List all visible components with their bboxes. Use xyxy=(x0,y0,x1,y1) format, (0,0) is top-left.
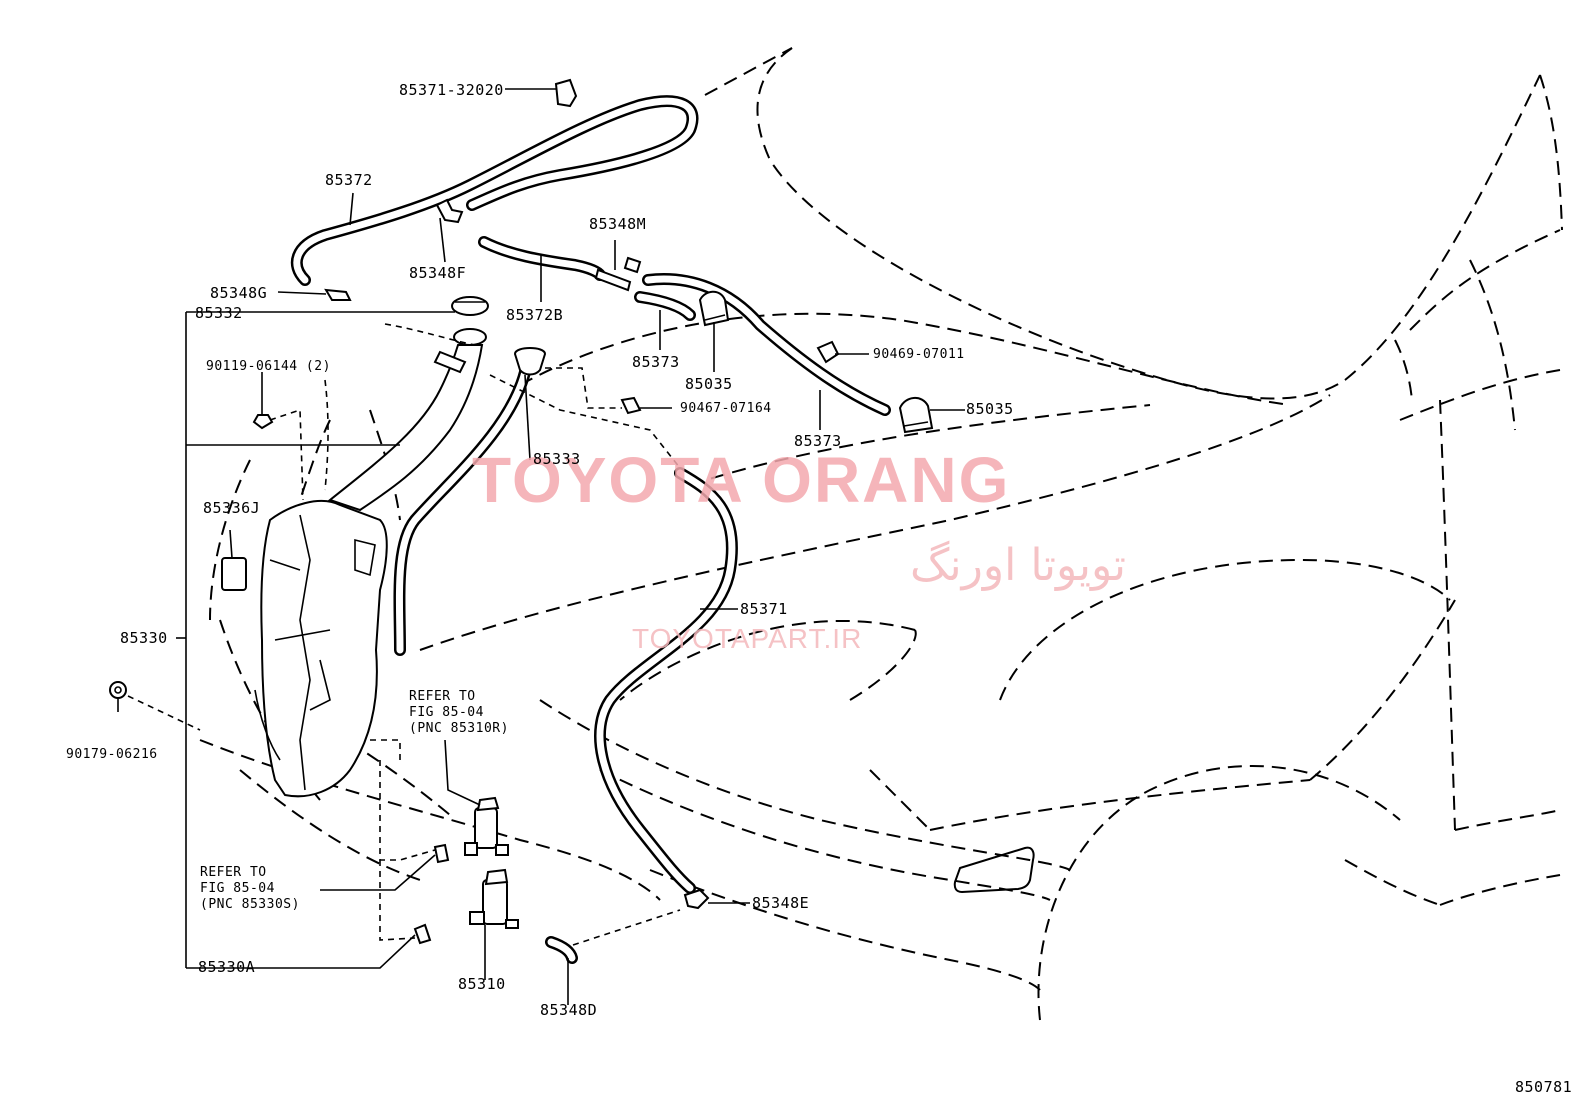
label-85371: 85371 xyxy=(740,600,788,618)
nozzle-85035-a xyxy=(698,290,730,327)
watermark-title: TOYOTA ORANG xyxy=(472,444,1010,516)
joint-85348M xyxy=(594,256,642,292)
label-85373-b: 85373 xyxy=(794,432,842,450)
joint-85348G xyxy=(324,288,352,301)
pump-85310 xyxy=(413,868,519,945)
nut-90179 xyxy=(109,681,127,699)
label-90469-07011: 90469-07011 xyxy=(873,347,965,362)
label-85035-a: 85035 xyxy=(685,375,733,393)
refer-r-line1: REFER TO xyxy=(409,689,476,704)
label-90467-07164: 90467-07164 xyxy=(680,401,772,416)
label-85336J: 85336J xyxy=(203,499,260,517)
label-85348E: 85348E xyxy=(752,894,809,912)
leader-lines xyxy=(117,88,965,1005)
pump-85310R xyxy=(433,796,509,864)
hose-85371 xyxy=(594,467,738,894)
hose-85372 xyxy=(290,95,699,286)
label-85348D: 85348D xyxy=(540,1001,597,1019)
label-85035-b: 85035 xyxy=(966,400,1014,418)
hose-85333 xyxy=(393,366,531,656)
joint-85348F xyxy=(435,198,464,224)
car-body-outline xyxy=(199,47,1563,1021)
clip-90467-07164 xyxy=(620,396,642,415)
label-85373-a: 85373 xyxy=(632,353,680,371)
label-85348M: 85348M xyxy=(589,215,646,233)
label-90179-06216: 90179-06216 xyxy=(66,747,158,762)
washer-tank xyxy=(109,296,547,798)
label-85371-32020: 85371-32020 xyxy=(399,81,504,99)
label-85333: 85333 xyxy=(533,450,581,468)
label-85372B: 85372B xyxy=(506,306,563,324)
label-85348G: 85348G xyxy=(210,284,267,302)
label-90119-06144: 90119-06144 (2) xyxy=(206,359,331,374)
refer-s-line3: (PNC 85330S) xyxy=(200,897,300,912)
sensor-85336J xyxy=(221,557,247,591)
hose-85373-long xyxy=(642,273,891,416)
refer-s-line1: REFER TO xyxy=(200,865,267,880)
refer-r-line2: FIG 85-04 xyxy=(409,705,484,720)
joint-85348E xyxy=(683,888,710,910)
figure-number: 850781 xyxy=(1515,1078,1572,1096)
label-85330A: 85330A xyxy=(198,958,255,976)
label-85330: 85330 xyxy=(120,629,168,647)
watermark-persian: تویوتا اورنگ xyxy=(910,540,1126,591)
label-85332: 85332 xyxy=(195,304,243,322)
hose-85348D xyxy=(545,936,578,964)
hose-85372B xyxy=(478,236,606,281)
nozzle-85035-b xyxy=(898,397,934,434)
label-85348F: 85348F xyxy=(409,264,466,282)
label-85310: 85310 xyxy=(458,975,506,993)
watermark-url: TOYOTAPART.IR xyxy=(632,623,862,654)
clip-90469-07011 xyxy=(816,340,840,364)
label-85372: 85372 xyxy=(325,171,373,189)
bolt-90119 xyxy=(252,414,274,430)
assembly-dashed-lines xyxy=(127,323,681,946)
refer-s-line2: FIG 85-04 xyxy=(200,881,275,896)
refer-r-line3: (PNC 85310R) xyxy=(409,721,509,736)
hose-85373-short xyxy=(634,291,696,321)
clip-85371-32020 xyxy=(554,78,578,108)
grommet-85333 xyxy=(513,347,547,376)
